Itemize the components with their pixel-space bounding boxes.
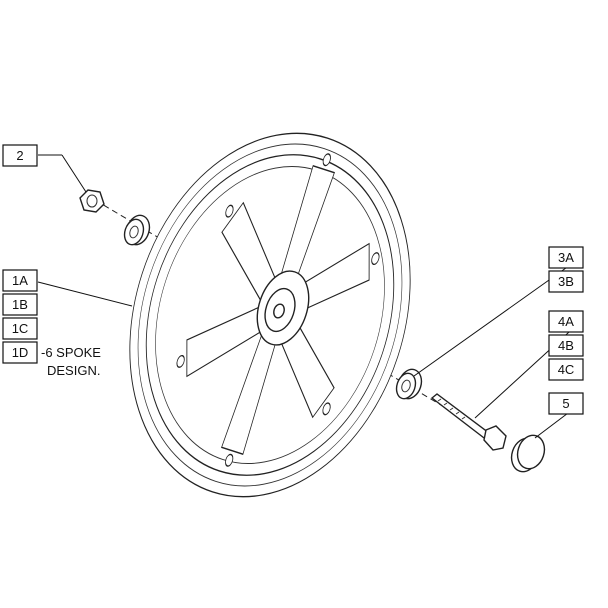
bearing-spacer	[395, 368, 423, 400]
spacer-washer	[123, 214, 151, 246]
callout-1a-label: 1A	[12, 273, 28, 288]
spoke-note-line-1: -6 SPOKE	[41, 345, 101, 360]
wheel-hub	[256, 270, 310, 346]
callout-1c: 1C	[2, 317, 38, 340]
callout-4b: 4B	[548, 334, 584, 357]
callout-1b-label: 1B	[12, 297, 28, 312]
callout-1c-label: 1C	[12, 321, 29, 336]
callout-1a: 1A	[2, 269, 38, 292]
callout-5-label: 5	[562, 396, 569, 411]
callout-3b-label: 3B	[558, 274, 574, 289]
callout-2: 2	[2, 144, 38, 167]
axle-cap	[510, 434, 546, 473]
callout-1b: 1B	[2, 293, 38, 316]
callout-3a-label: 3A	[558, 250, 574, 265]
spoke-note-line-2: DESIGN.	[47, 363, 100, 378]
callout-4a: 4A	[548, 310, 584, 333]
rim-tabs	[176, 153, 380, 467]
callout-4c: 4C	[548, 358, 584, 381]
callout-4c-label: 4C	[558, 362, 575, 377]
callout-1d: 1D	[2, 341, 38, 364]
callout-4a-label: 4A	[558, 314, 574, 329]
hex-nut	[79, 189, 105, 213]
axle-bolt	[430, 393, 507, 451]
callout-3b: 3B	[548, 270, 584, 293]
callout-2-label: 2	[16, 148, 23, 163]
callout-5: 5	[548, 392, 584, 415]
spokes	[176, 153, 380, 467]
callout-4b-label: 4B	[558, 338, 574, 353]
callout-1d-label: 1D	[12, 345, 29, 360]
callout-3a: 3A	[548, 246, 584, 269]
